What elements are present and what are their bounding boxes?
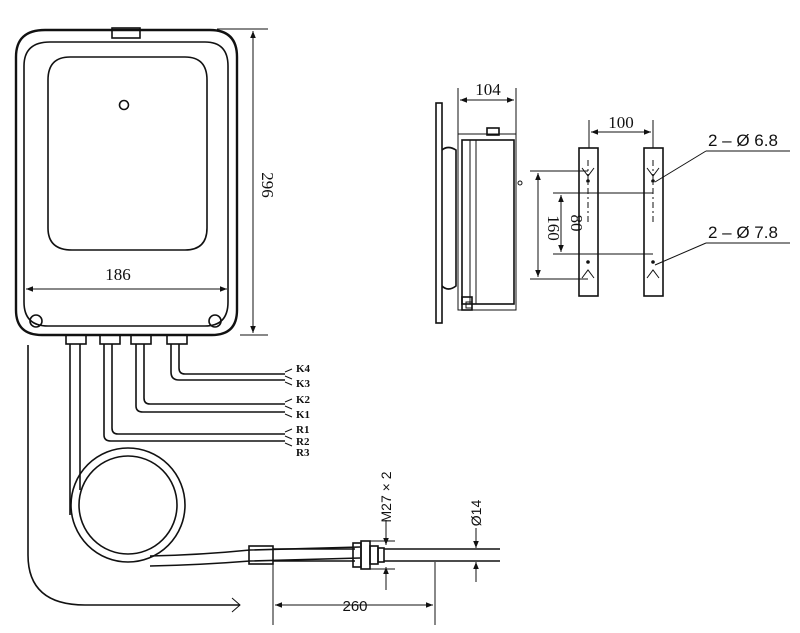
capillary-coil	[69, 344, 361, 567]
terminal-labels: K4 K3 K2 K1 R1 R2 R3	[296, 363, 311, 459]
dim-80-label: 80	[567, 215, 586, 232]
arrow-tip	[231, 597, 241, 613]
hole-large-label: 2 – Ø 7.8	[708, 223, 778, 242]
capillary-outline	[27, 345, 240, 606]
dimension-diameter: Ø14	[465, 500, 485, 582]
mounting-rails	[578, 147, 664, 297]
dimension-80: 80	[553, 192, 653, 255]
dimension-thread: M27 × 2	[370, 471, 395, 590]
terminal-wires	[103, 344, 293, 447]
side-view	[435, 102, 523, 324]
dim-100-label: 100	[608, 113, 634, 132]
dimension-260: 260	[272, 562, 436, 625]
probe-sleeve	[248, 545, 355, 565]
dim-104-label: 104	[475, 80, 501, 99]
terminal-k4: K4	[296, 363, 311, 375]
terminal-r2: R2	[296, 436, 310, 448]
terminal-k3: K3	[296, 378, 311, 390]
hole-callout-small: 2 – Ø 6.8	[654, 131, 790, 183]
terminal-r1: R1	[296, 424, 309, 436]
dim-260-label: 260	[342, 598, 367, 615]
dimension-100: 100	[588, 113, 654, 148]
dimension-104: 104	[457, 80, 517, 134]
terminal-r3: R3	[296, 447, 310, 459]
terminal-k2: K2	[296, 394, 311, 406]
hole-callout-large: 2 – Ø 7.8	[654, 223, 790, 266]
dim-160-label: 160	[544, 215, 563, 241]
dim-186-label: 186	[105, 265, 131, 284]
dim-296-label: 296	[258, 172, 277, 198]
terminal-k1: K1	[296, 409, 310, 421]
hole-small-label: 2 – Ø 6.8	[708, 131, 778, 150]
dimension-186: 186	[26, 265, 227, 292]
thread-label: M27 × 2	[378, 471, 394, 522]
probe-nut	[352, 540, 500, 570]
cable-glands	[65, 334, 188, 345]
front-view-housing	[14, 27, 239, 337]
diameter-label: Ø14	[468, 500, 484, 527]
dimension-296: 296	[217, 28, 277, 336]
